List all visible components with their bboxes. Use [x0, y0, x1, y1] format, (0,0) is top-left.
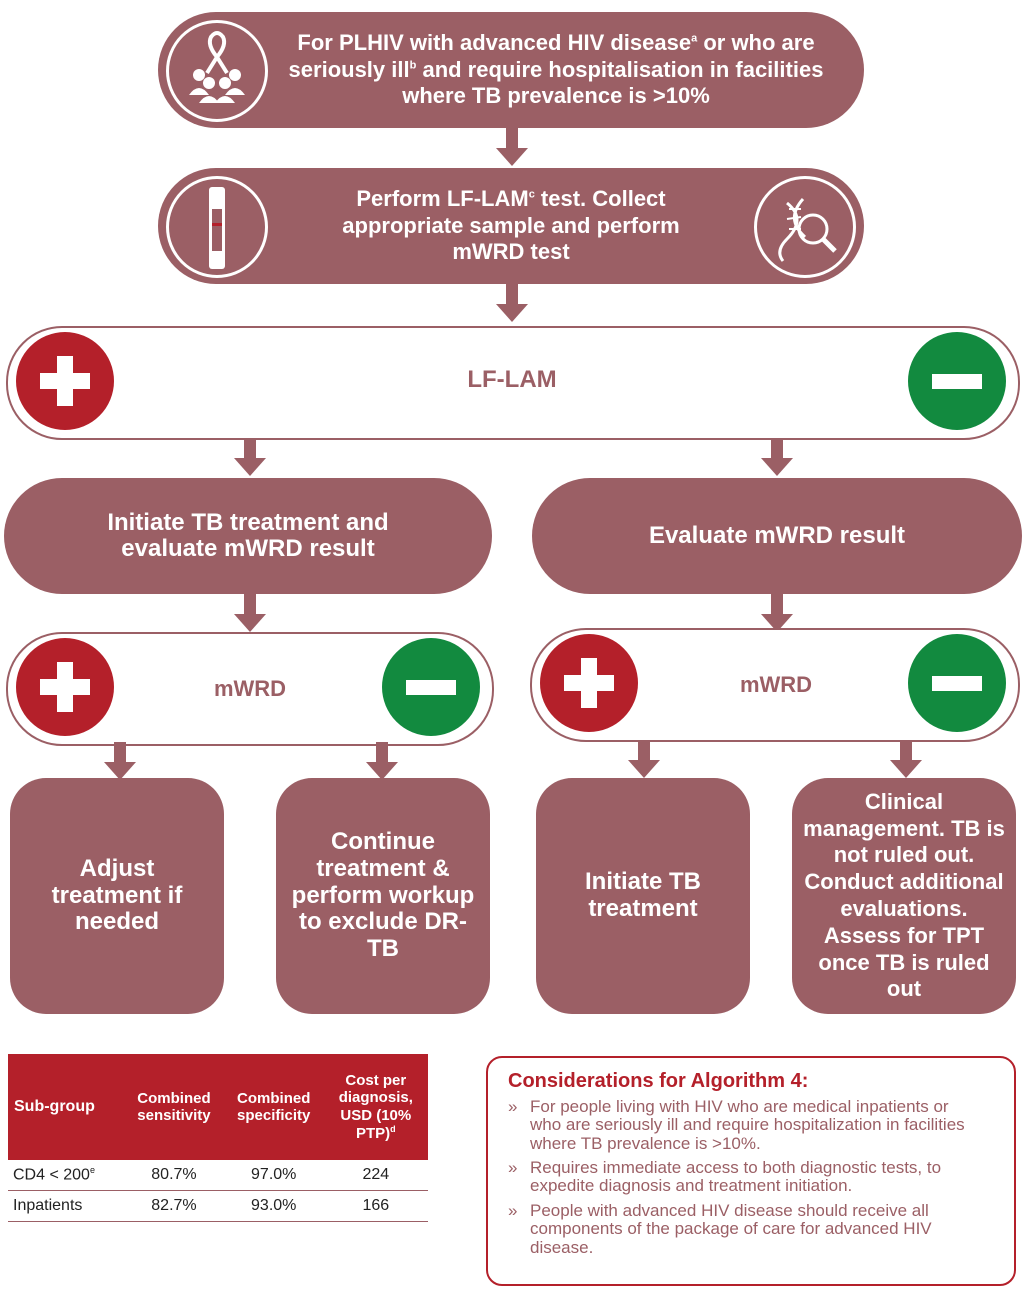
eligibility-text: For PLHIV with advanced HIV diseasea or … [288, 30, 824, 109]
plus-icon [16, 332, 114, 430]
row-cost: 224 [323, 1160, 428, 1191]
lflam-result-bar [6, 326, 1020, 440]
arrow-down-icon [104, 742, 136, 780]
arrow-down-icon [234, 438, 266, 476]
arrow-down-icon [890, 740, 922, 778]
considerations-title: Considerations for Algorithm 4: [508, 1070, 809, 1092]
subgroup-table: Sub-group Combined sensitivity Combined … [8, 1054, 428, 1222]
row-specificity: 97.0% [223, 1160, 324, 1191]
eligibility-step: For PLHIV with advanced HIV diseasea or … [158, 12, 864, 128]
considerations-list: »For people living with HIV who are medi… [508, 1097, 978, 1263]
initiate-tb-treatment-box: Initiate TB treatment [536, 778, 750, 1014]
arrow-down-icon [761, 438, 793, 476]
mwrd-right-label: mWRD [739, 672, 813, 697]
row-specificity: 93.0% [223, 1190, 324, 1222]
list-item: »For people living with HIV who are medi… [508, 1097, 965, 1153]
table-header-row: Sub-group Combined sensitivity Combined … [8, 1054, 428, 1160]
test-step: Perform LF-LAMc test. Collect appropriat… [158, 168, 864, 284]
header-subgroup: Sub-group [8, 1054, 125, 1160]
ribbon-people-icon [166, 20, 268, 122]
header-specificity: Combined specificity [223, 1054, 324, 1160]
lflam-label: LF-LAM [467, 366, 557, 393]
arrow-down-icon [761, 594, 793, 632]
plus-icon [16, 638, 114, 736]
table-row: Inpatients 82.7% 93.0% 166 [8, 1190, 428, 1222]
adjust-treatment-box: Adjust treatment if needed [10, 778, 224, 1014]
list-item: »People with advanced HIV disease should… [508, 1200, 932, 1257]
considerations-panel: Considerations for Algorithm 4: »For peo… [486, 1056, 1016, 1286]
row-cost: 166 [323, 1190, 428, 1222]
minus-icon [908, 634, 1006, 732]
test-text: Perform LF-LAMc test. Collect appropriat… [342, 186, 680, 265]
header-sensitivity: Combined sensitivity [124, 1054, 224, 1160]
arrow-down-icon [496, 284, 528, 322]
mwrd-left-label: mWRD [213, 676, 287, 701]
row-sensitivity: 82.7% [124, 1190, 224, 1222]
evaluate-mwrd-step: Evaluate mWRD result [532, 478, 1022, 594]
initiate-treatment-step: Initiate TB treatment and evaluate mWRD … [4, 478, 492, 594]
arrow-down-icon [628, 740, 660, 778]
minus-icon [382, 638, 480, 736]
row-sensitivity: 80.7% [124, 1160, 224, 1191]
list-item: »Requires immediate access to both diagn… [508, 1158, 942, 1196]
test-strip-icon [166, 176, 268, 278]
continue-treatment-box: Continue treatment & perform workup to e… [276, 778, 490, 1014]
minus-icon [908, 332, 1006, 430]
plus-icon [540, 634, 638, 732]
arrow-down-icon [366, 742, 398, 780]
table-row: CD4 < 200e 80.7% 97.0% 224 [8, 1160, 428, 1191]
row-group: Inpatients [8, 1190, 125, 1222]
arrow-down-icon [496, 128, 528, 166]
clinical-management-box: Clinical management. TB is not ruled out… [792, 778, 1016, 1014]
row-group: CD4 < 200e [8, 1160, 125, 1191]
dna-magnifier-icon [754, 176, 856, 278]
arrow-down-icon [234, 594, 266, 632]
header-cost: Cost per diagnosis, USD (10% PTP)d [323, 1054, 428, 1160]
